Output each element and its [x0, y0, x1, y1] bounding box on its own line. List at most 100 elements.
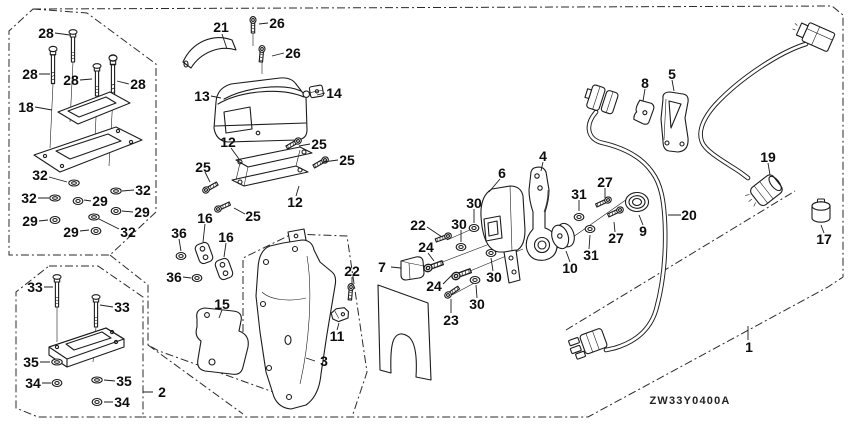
part-callout-28: 28	[130, 76, 146, 92]
part-4-lever	[525, 166, 558, 261]
part-callout-29: 29	[134, 204, 150, 220]
cable-19-plug	[792, 22, 836, 52]
part-callout-1: 1	[745, 339, 753, 355]
nut-36	[175, 251, 187, 261]
part-5-bracket	[660, 91, 689, 153]
washer-32	[88, 213, 100, 221]
part-callout-31: 31	[571, 186, 587, 202]
part-callout-4: 4	[539, 148, 547, 164]
part-callout-31: 31	[583, 247, 599, 263]
part-callout-29: 29	[22, 213, 38, 229]
part-callout-34: 34	[114, 394, 130, 410]
screw-25	[201, 180, 220, 195]
part-callout-29: 29	[63, 224, 79, 240]
nut-34	[51, 378, 63, 388]
part-callout-17: 17	[816, 231, 832, 247]
part-callout-28: 28	[38, 25, 54, 41]
group-mount-plates	[33, 29, 143, 236]
part-callout-30: 30	[466, 195, 482, 211]
nut-29	[90, 226, 102, 236]
washer-35	[51, 358, 63, 366]
plate-18-top	[57, 91, 131, 125]
group-box-bracket	[242, 233, 368, 418]
screw-22	[346, 282, 355, 301]
nut-29	[110, 206, 122, 216]
part-callout-3: 3	[320, 353, 328, 369]
group-box-mount-plate	[8, 8, 157, 256]
part-callout-16: 16	[218, 229, 234, 245]
nut-31	[573, 212, 585, 222]
part-callout-32: 32	[135, 182, 151, 198]
part-callout-16: 16	[197, 210, 213, 226]
part-17-knob	[811, 198, 831, 223]
frame-borders	[8, 5, 844, 418]
washer-32	[49, 194, 61, 202]
nut-30	[455, 242, 467, 252]
part-callout-21: 21	[213, 19, 229, 35]
grommet-16	[214, 257, 234, 281]
part-callout-12: 12	[220, 134, 236, 150]
part-6-housing	[480, 185, 526, 284]
screw-25	[311, 155, 330, 170]
part-callout-8: 8	[641, 75, 649, 91]
part-callout-24: 24	[426, 278, 442, 294]
part-8-boot	[633, 99, 655, 125]
part-callout-20: 20	[681, 207, 697, 223]
part-callout-33: 33	[27, 279, 43, 295]
part-callout-2: 2	[158, 384, 166, 400]
part-callout-26: 26	[285, 45, 301, 61]
part-callout-27: 27	[597, 174, 613, 190]
cable-plug	[568, 328, 608, 360]
part-callout-19: 19	[760, 149, 776, 165]
part-callout-18: 18	[18, 99, 34, 115]
part-9-grommet	[624, 191, 650, 213]
part-callout-10: 10	[562, 260, 578, 276]
part-callout-7: 7	[378, 259, 386, 275]
part-callout-36: 36	[171, 225, 187, 241]
part-callout-24: 24	[418, 239, 434, 255]
bolt-28	[68, 29, 78, 63]
group-mount-bracket	[175, 228, 432, 410]
part-12-bracket	[235, 146, 313, 168]
part-callout-27: 27	[608, 230, 624, 246]
part-callout-30: 30	[486, 269, 502, 285]
part-14-clamp	[302, 84, 325, 99]
part-callout-6: 6	[498, 165, 506, 181]
bolt-33	[91, 294, 101, 328]
group-box-spacer-plate	[15, 265, 144, 418]
part-callout-12: 12	[287, 194, 303, 210]
group-housing-cover	[182, 16, 330, 214]
connector-19	[745, 174, 783, 207]
part-callout-32: 32	[120, 224, 136, 240]
part-callout-25: 25	[311, 136, 327, 152]
part-callout-15: 15	[214, 296, 230, 312]
group-shift-lever	[400, 166, 650, 300]
bolt-24	[422, 258, 445, 274]
part-callout-33: 33	[114, 299, 130, 315]
screw-27	[606, 205, 625, 219]
pad-plate	[377, 284, 432, 381]
nut-31	[584, 224, 596, 234]
part-callout-30: 30	[451, 216, 467, 232]
figure-code: ZW33Y0400A	[649, 395, 731, 407]
part-callout-9: 9	[639, 223, 647, 239]
part-callout-28: 28	[63, 72, 79, 88]
screw-27	[594, 195, 613, 209]
washer-32	[110, 187, 122, 195]
part-callout-14: 14	[326, 85, 342, 101]
nut-30	[469, 275, 481, 285]
nut-34	[91, 397, 103, 407]
connector-pair	[584, 84, 619, 115]
nut-36	[191, 273, 203, 283]
washer-35	[91, 376, 103, 384]
bolt-28	[48, 45, 58, 85]
part-11-clamp	[330, 307, 349, 323]
part-callout-32: 32	[32, 167, 48, 183]
bolt-24	[450, 266, 473, 282]
part-10-disc	[551, 222, 575, 250]
part-callout-25: 25	[339, 152, 355, 168]
part-21-grip	[182, 37, 237, 69]
part-callout-34: 34	[25, 375, 41, 391]
